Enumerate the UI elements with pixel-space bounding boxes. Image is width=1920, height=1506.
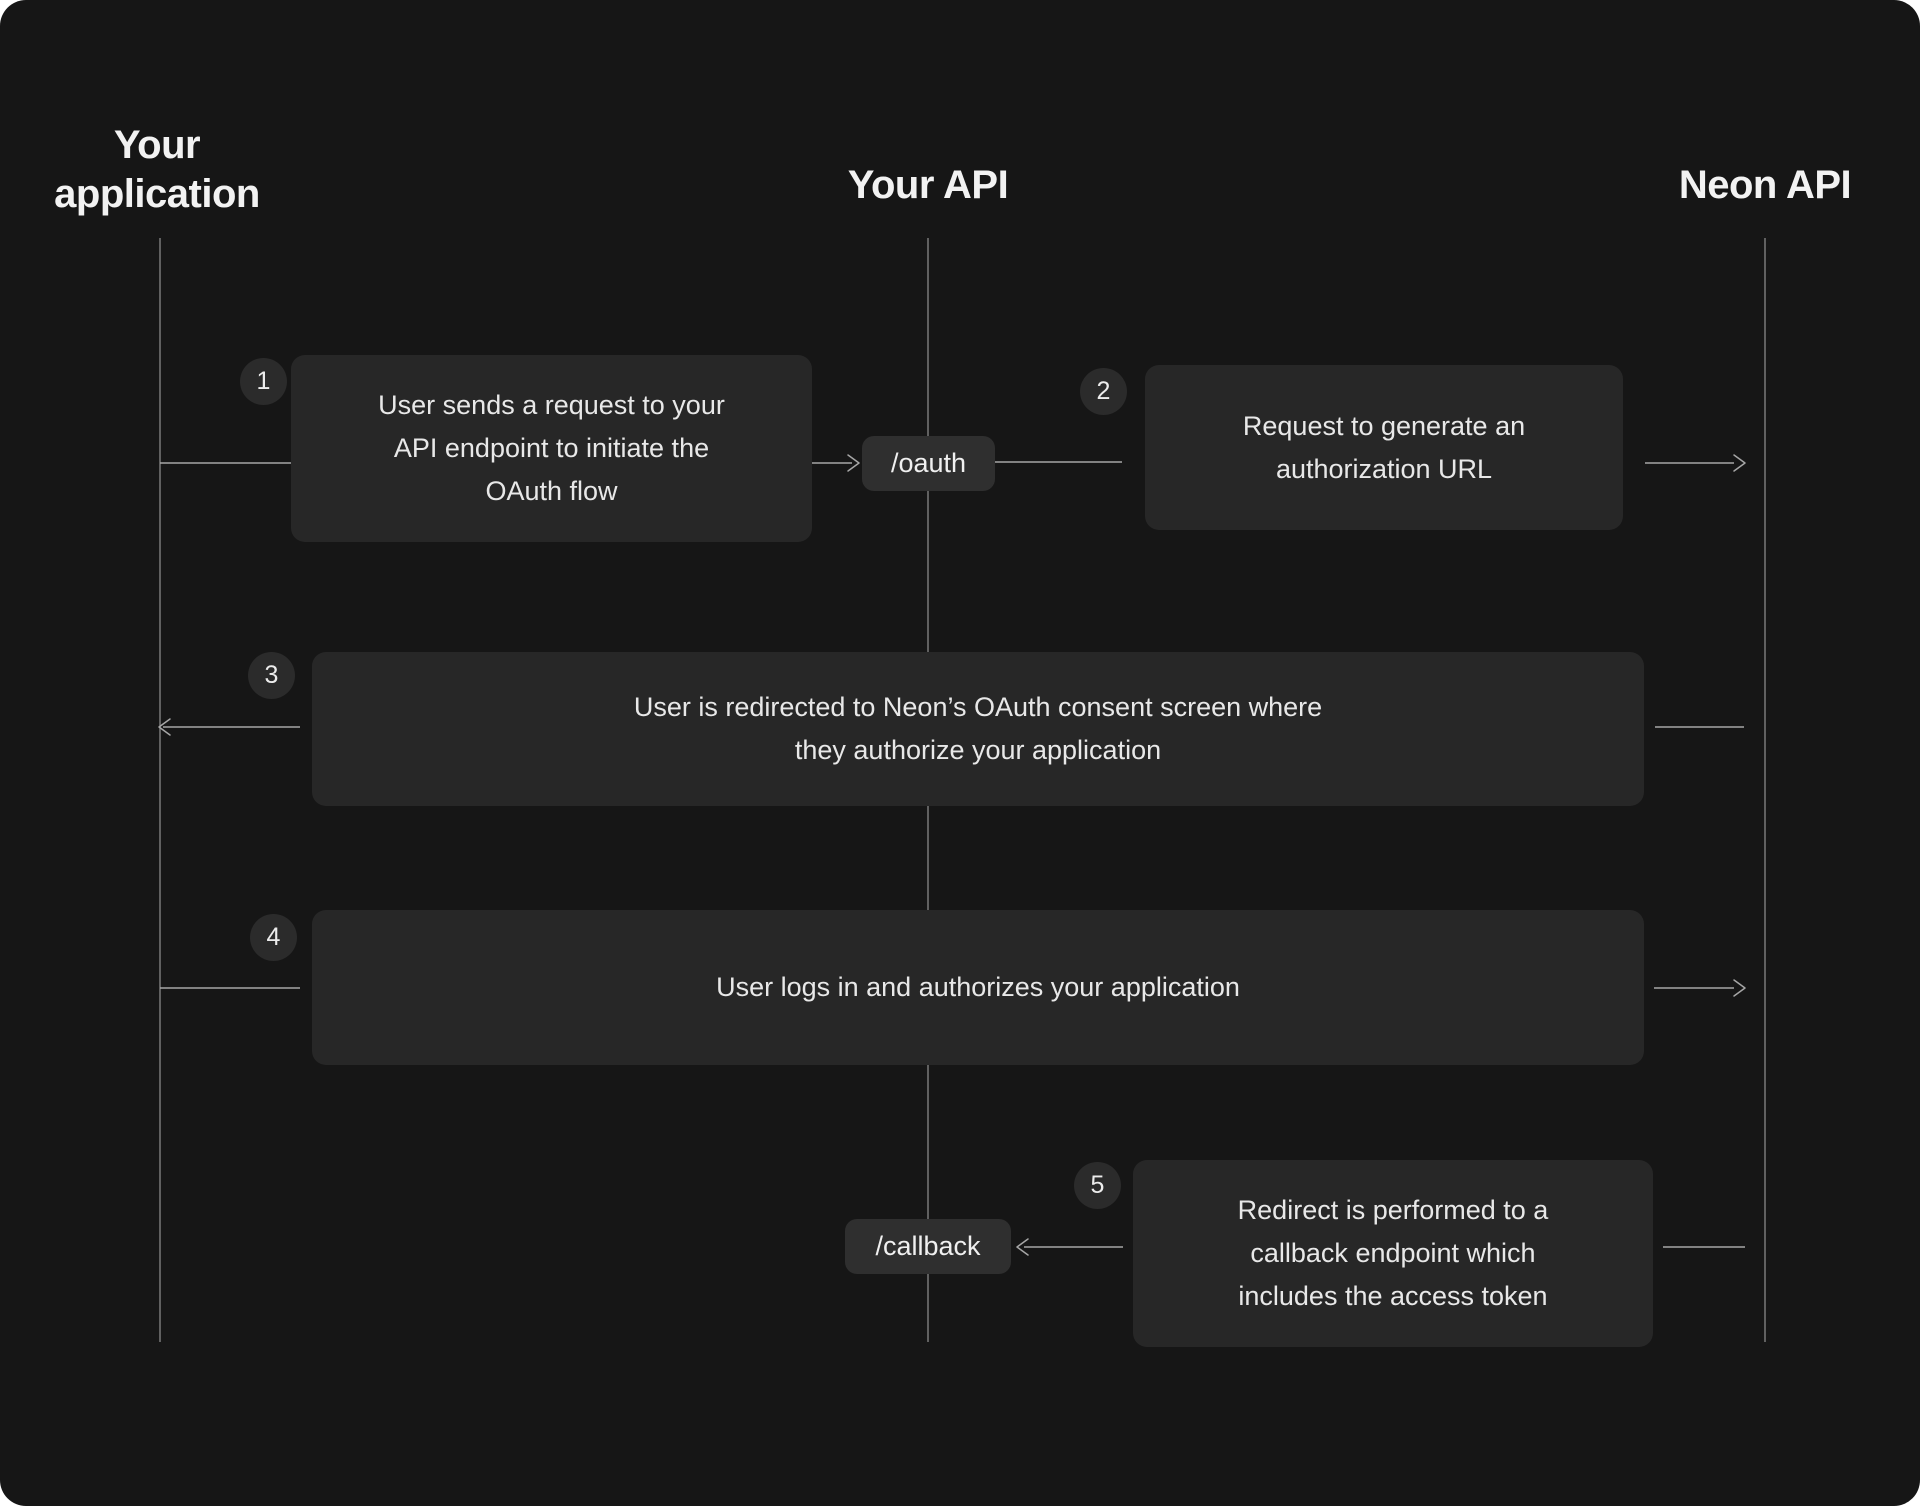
step4-message-text: User logs in and authorizes your applica… (716, 972, 1240, 1002)
callback-endpoint-chip: /callback (845, 1219, 1011, 1274)
step3-message-text: User is redirected to Neon’s OAuth conse… (633, 692, 1323, 765)
step5-badge: 5 (1074, 1162, 1121, 1209)
step3-badge: 3 (248, 652, 295, 699)
step1-badge: 1 (240, 358, 287, 405)
step1-message-text: User sends a request to your API endpoin… (378, 390, 725, 506)
step3-arrow-to-app-head (158, 718, 171, 736)
step4-badge: 4 (250, 914, 297, 961)
step5-arrow-box-to-callback-head (1016, 1238, 1029, 1256)
lane-header-neon-api: Neon API (1678, 163, 1852, 207)
step2-badge: 2 (1080, 368, 1127, 415)
step5-message-box: Redirect is performed to a callback endp… (1133, 1160, 1653, 1347)
step4-arrow-box-to-neon-head (1733, 979, 1746, 997)
step5-message-text: Redirect is performed to a callback endp… (1237, 1195, 1549, 1311)
step2-message-box: Request to generate an authorization URL (1145, 365, 1623, 530)
step1-arrow-box-to-oauth-head (847, 454, 860, 472)
lane-header-your-api: Your API (847, 163, 1009, 207)
oauth-endpoint-chip: /oauth (862, 436, 995, 491)
step2-arrow-box-to-neon-head (1733, 454, 1746, 472)
step1-message-box: User sends a request to your API endpoin… (291, 355, 812, 542)
step2-message-text: Request to generate an authorization URL (1242, 410, 1526, 484)
lane-header-your-application: Your application (54, 123, 260, 216)
step3-message-box: User is redirected to Neon’s OAuth conse… (312, 652, 1644, 806)
step4-message-box: User logs in and authorizes your applica… (312, 910, 1644, 1065)
